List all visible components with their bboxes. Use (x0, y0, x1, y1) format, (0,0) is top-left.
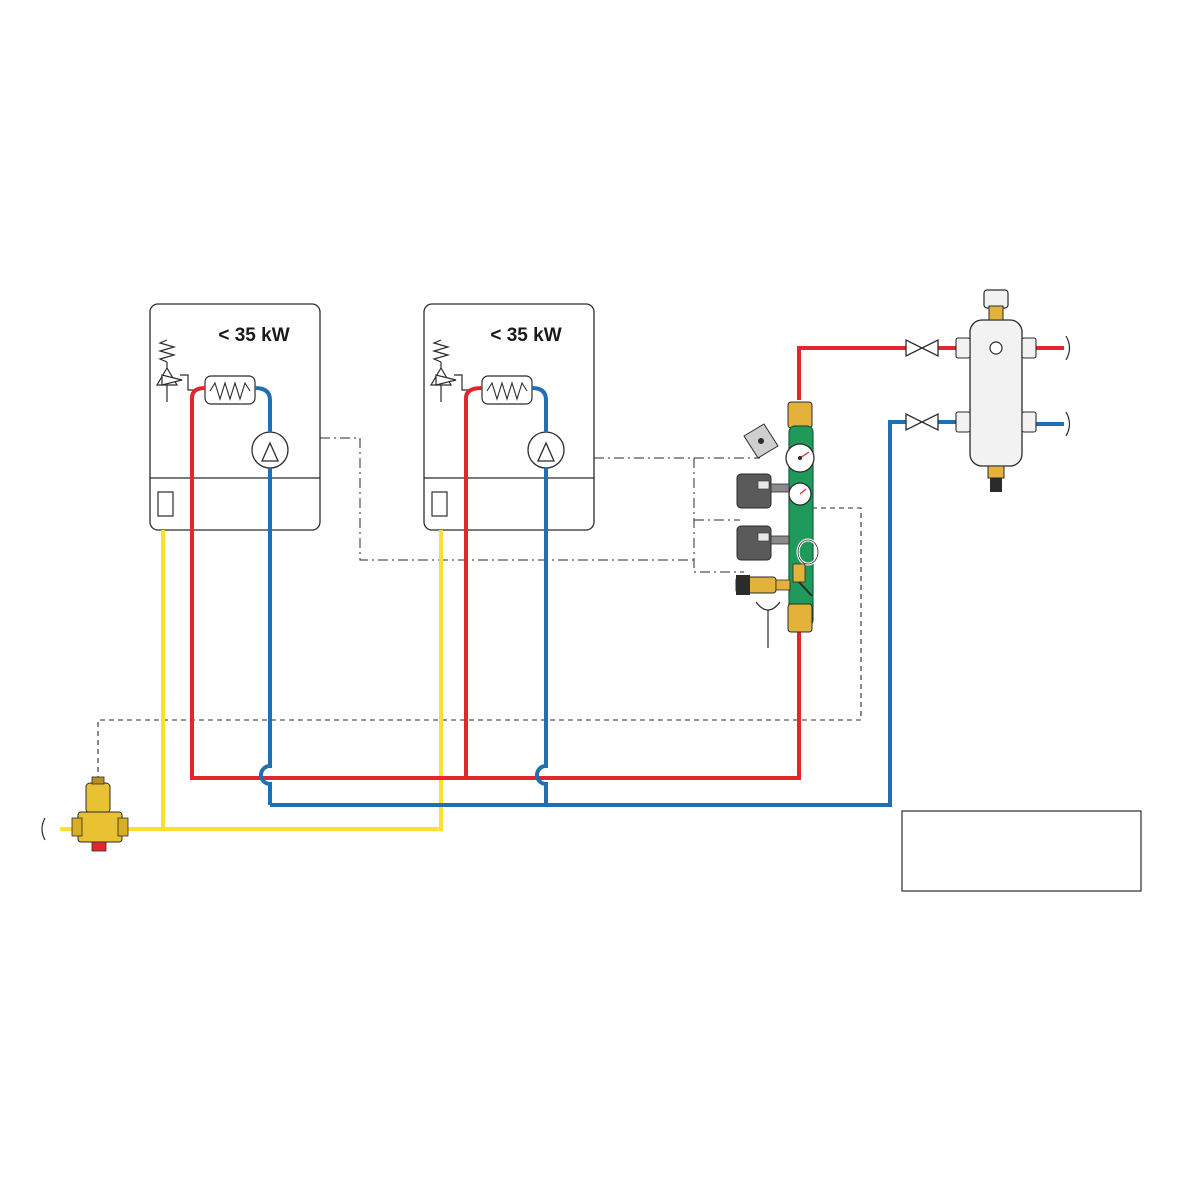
isolation-valve-hot-icon (905, 338, 939, 358)
pressure-switch-head-icon (736, 525, 772, 561)
separator-port-icon (989, 341, 1003, 355)
boiler-2-safety-valve-icon (429, 339, 472, 402)
separator-union-icon (955, 337, 971, 359)
module-top-fitting-icon (787, 401, 813, 429)
gas-piping (60, 530, 443, 831)
gas-pressure-regulator-icon (71, 776, 129, 852)
boiler-2-power-label: < 35 kW (490, 325, 561, 346)
boiler-1-safety-valve-icon (155, 339, 198, 402)
boiler-2-display-icon (431, 491, 448, 517)
module-ball-valve-icon (792, 563, 806, 583)
separator-union-icon (955, 411, 971, 433)
hydraulic-separator (955, 289, 1037, 492)
boiler-2: < 35 kW (423, 303, 595, 531)
separator-union-icon (1021, 411, 1037, 433)
cold-inlet-break-icon (1065, 411, 1071, 437)
gas-inlet-break-icon (41, 817, 46, 841)
hot-outlet-break-icon (1065, 335, 1071, 361)
isolation-valve-cold-icon (905, 412, 939, 432)
control-wiring (320, 437, 760, 573)
hot-flow-piping (190, 346, 1064, 780)
discharge-funnel-icon (755, 601, 781, 611)
thermostat-head-icon (736, 473, 772, 509)
boiler-1-display-icon (157, 491, 174, 517)
separator-air-vent-icon (983, 289, 1009, 309)
boiler-1-power-label: < 35 kW (218, 325, 289, 346)
separator-drain-icon (987, 465, 1005, 479)
legend-box (901, 810, 1142, 892)
sensor-wiring (97, 507, 862, 784)
boiler-2-pump-icon (527, 431, 565, 469)
safety-control-module (735, 401, 820, 648)
boiler-1-pump-icon (251, 431, 289, 469)
module-bottom-fitting-icon (787, 603, 813, 633)
boiler-1: < 35 kW (149, 303, 321, 531)
separator-union-icon (1021, 337, 1037, 359)
cold-return-piping (254, 386, 1064, 807)
